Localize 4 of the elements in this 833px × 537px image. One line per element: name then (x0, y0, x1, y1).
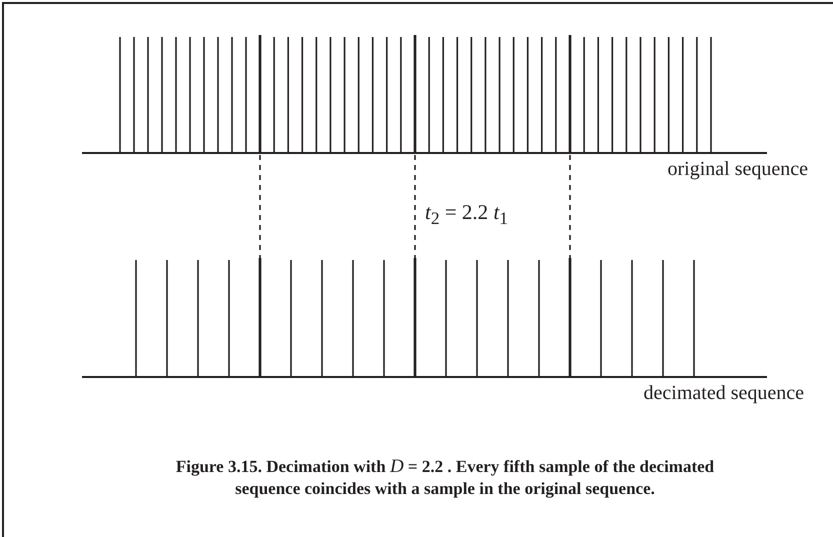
axis-label: original sequence (668, 158, 808, 181)
axis-label: decimated sequence (644, 382, 804, 405)
figure-caption: Figure 3.15. Decimation with D = 2.2 . Every fifth sample of the decimated sequence coincides with a sample in the original sequence. (174, 456, 716, 500)
relation-formula: t$_{2}$ = 2.2 t$_{1}$ (425, 200, 508, 230)
